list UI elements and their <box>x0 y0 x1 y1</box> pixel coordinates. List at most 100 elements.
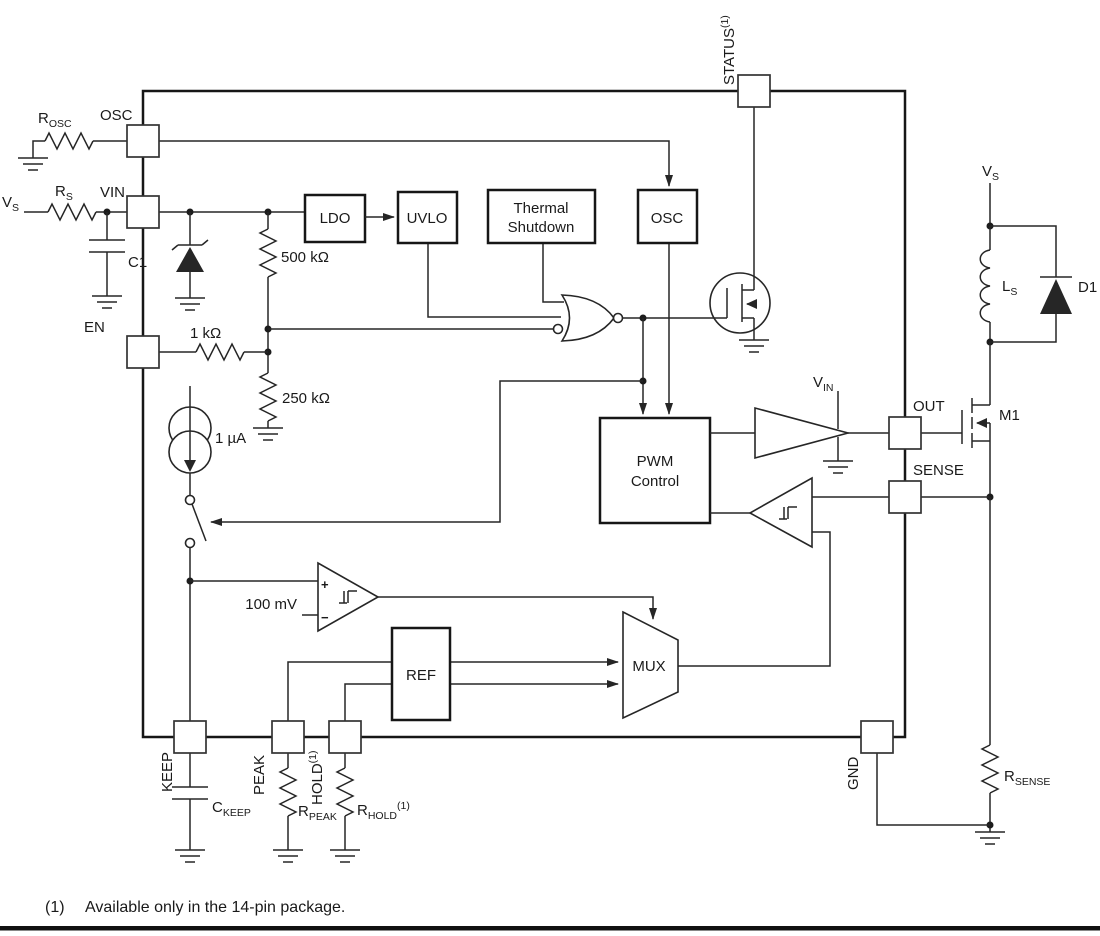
pin-out <box>888 416 922 450</box>
ic-boundary <box>141 89 907 739</box>
c1-capacitor <box>89 212 125 296</box>
uvlo-block <box>396 190 459 245</box>
rs-resistor <box>47 202 97 222</box>
vs-left-label: VS <box>2 194 19 214</box>
rosc-network <box>17 131 127 171</box>
comparator-plus: + <box>321 577 329 592</box>
pin-out-label: OUT <box>913 398 945 415</box>
thermal-gate-wire <box>542 243 564 303</box>
rosc-label: ROSC <box>38 110 72 130</box>
comparator-minus: − <box>321 610 329 625</box>
uvlo-gate-wire <box>427 243 561 318</box>
keep-switch-icon <box>184 473 207 722</box>
c1-label: C1 <box>128 254 147 271</box>
rsense-resistor <box>980 744 1000 794</box>
osc-block-label: OSC <box>651 210 684 227</box>
resistor-250k <box>258 372 278 422</box>
m1-label: M1 <box>999 407 1020 424</box>
bottom-rule <box>0 926 1100 931</box>
mux-block-label: MUX <box>632 658 665 675</box>
hold-network <box>329 753 361 863</box>
ground-icon <box>17 157 49 171</box>
pin-vin-label: VIN <box>100 184 125 201</box>
pin-sense <box>888 480 922 514</box>
rpeak-resistor <box>278 767 298 817</box>
uvlo-block-label: UVLO <box>407 210 448 227</box>
ground-icon <box>272 849 304 863</box>
osc-block <box>636 188 699 245</box>
pin-gnd-label: GND <box>845 757 862 791</box>
peak-network <box>272 753 304 863</box>
nor-gate-icon <box>552 294 624 342</box>
keep-network <box>172 753 208 863</box>
pin-status-label: STATUS(1) <box>719 15 738 85</box>
pin-peak <box>271 720 305 754</box>
ckeep-capacitor <box>172 753 208 850</box>
pin-en <box>126 335 160 369</box>
footnote-index: (1) <box>45 899 65 916</box>
d1-label: D1 <box>1078 279 1097 296</box>
pwm-control-block <box>598 416 712 525</box>
comp-ref-label: 100 mV <box>245 596 297 613</box>
ldo-block-label: LDO <box>320 210 351 227</box>
rpeak-label: RPEAK <box>298 803 337 823</box>
pwm-block-label-2: Control <box>631 473 679 490</box>
switch-control-wire <box>210 380 643 526</box>
hold-mux-wire <box>344 680 619 722</box>
rsense-label: RSENSE <box>1004 768 1050 788</box>
current-source-label: 1 µA <box>215 430 246 447</box>
ground-icon <box>738 339 770 353</box>
enable-divider <box>159 212 284 441</box>
pin-hold <box>328 720 362 754</box>
mux-output-wire <box>678 531 831 667</box>
thermal-shutdown-block <box>486 188 597 245</box>
ref-block-label: REF <box>406 667 436 684</box>
thermal-block-label-1: Thermal <box>513 200 568 217</box>
r500k-label: 500 kΩ <box>281 249 329 266</box>
pin-hold-label: HOLD(1) <box>307 750 326 805</box>
pin-keep-label: KEEP <box>159 752 176 792</box>
current-source-icon <box>168 386 212 474</box>
pin-peak-label: PEAK <box>251 755 268 795</box>
mux-block <box>622 610 679 720</box>
ckeep-label: CKEEP <box>212 799 251 819</box>
zener-diode <box>171 212 209 311</box>
resistor-1k <box>195 342 245 362</box>
input-network <box>24 202 127 309</box>
ground-icon <box>252 427 284 441</box>
ground-icon <box>822 460 854 474</box>
thermal-block-label-2: Shutdown <box>508 219 575 236</box>
gnd-ext-wire <box>876 753 990 826</box>
pin-gnd <box>860 720 894 754</box>
peak-mux-wire <box>287 658 619 722</box>
vin-supply-label: VIN <box>813 374 834 394</box>
ls-inductor <box>979 249 991 323</box>
pin-vin <box>126 195 160 229</box>
rhold-label: RHOLD(1) <box>357 800 410 822</box>
rosc-resistor <box>44 131 94 151</box>
r250k-label: 250 kΩ <box>282 390 330 407</box>
pin-status <box>737 74 771 108</box>
ground-icon <box>91 295 123 309</box>
vs-right-label: VS <box>982 163 999 183</box>
resistor-500k <box>258 228 278 278</box>
footnote-text: Available only in the 14-pin package. <box>85 899 345 916</box>
rhold-resistor <box>335 767 355 817</box>
pin-keep <box>173 720 207 754</box>
power-stage <box>876 183 1072 845</box>
pin-osc-label: OSC <box>100 107 133 124</box>
ground-icon <box>974 831 1006 845</box>
ground-icon <box>174 849 206 863</box>
ground-icon <box>329 849 361 863</box>
ground-icon <box>174 297 206 311</box>
sense-comparator-icon <box>678 476 889 667</box>
pin-sense-label: SENSE <box>913 462 964 479</box>
gate-driver-buffer-icon <box>710 391 889 474</box>
ldo-block <box>303 193 367 244</box>
ref-block <box>390 626 452 722</box>
keep-comparator-icon <box>190 561 657 633</box>
pwm-block-label-1: PWM <box>637 453 674 470</box>
osc-pin-wire <box>159 140 673 187</box>
